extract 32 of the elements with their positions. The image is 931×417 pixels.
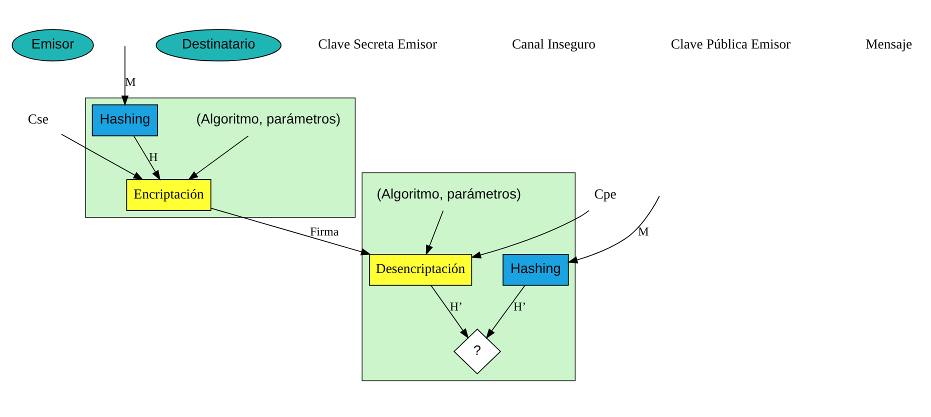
edge-label: H’ — [450, 299, 463, 314]
arrow — [121, 46, 129, 106]
node-box: Hashing — [502, 254, 569, 286]
label: Clave Secreta Emisor — [318, 36, 438, 52]
arrow — [470, 210, 590, 258]
edge-label: H’ — [513, 299, 526, 314]
node-box: Hashing — [92, 104, 158, 136]
node-box: Desencriptación — [369, 254, 472, 286]
node-text: (Algoritmo, parámetros) — [196, 112, 341, 127]
node-ellipse: Emisor — [12, 29, 94, 62]
arrow — [210, 208, 372, 256]
cluster — [85, 98, 356, 218]
arrow — [133, 136, 161, 181]
cluster — [362, 172, 576, 382]
label: Clave Pública Emisor — [670, 36, 791, 52]
node-text: (Algoritmo, parámetros) — [376, 186, 522, 202]
arrow — [430, 284, 469, 339]
edge-label: M — [638, 224, 649, 239]
edge-label: M — [125, 75, 136, 90]
arrow — [486, 284, 526, 339]
node-text: Cpe — [594, 186, 616, 202]
arrow — [61, 134, 144, 180]
label: Mensaje — [866, 36, 912, 52]
node-box: Encriptación — [126, 179, 212, 211]
arrow — [426, 210, 444, 256]
edge-label: Firma — [310, 224, 339, 239]
label: Canal Inseguro — [512, 36, 596, 52]
edge-label: H — [148, 150, 158, 164]
node-ellipse: Destinatario — [156, 29, 282, 62]
arrow — [567, 196, 660, 264]
arrow — [188, 136, 249, 180]
node-text: Cse — [28, 112, 48, 127]
